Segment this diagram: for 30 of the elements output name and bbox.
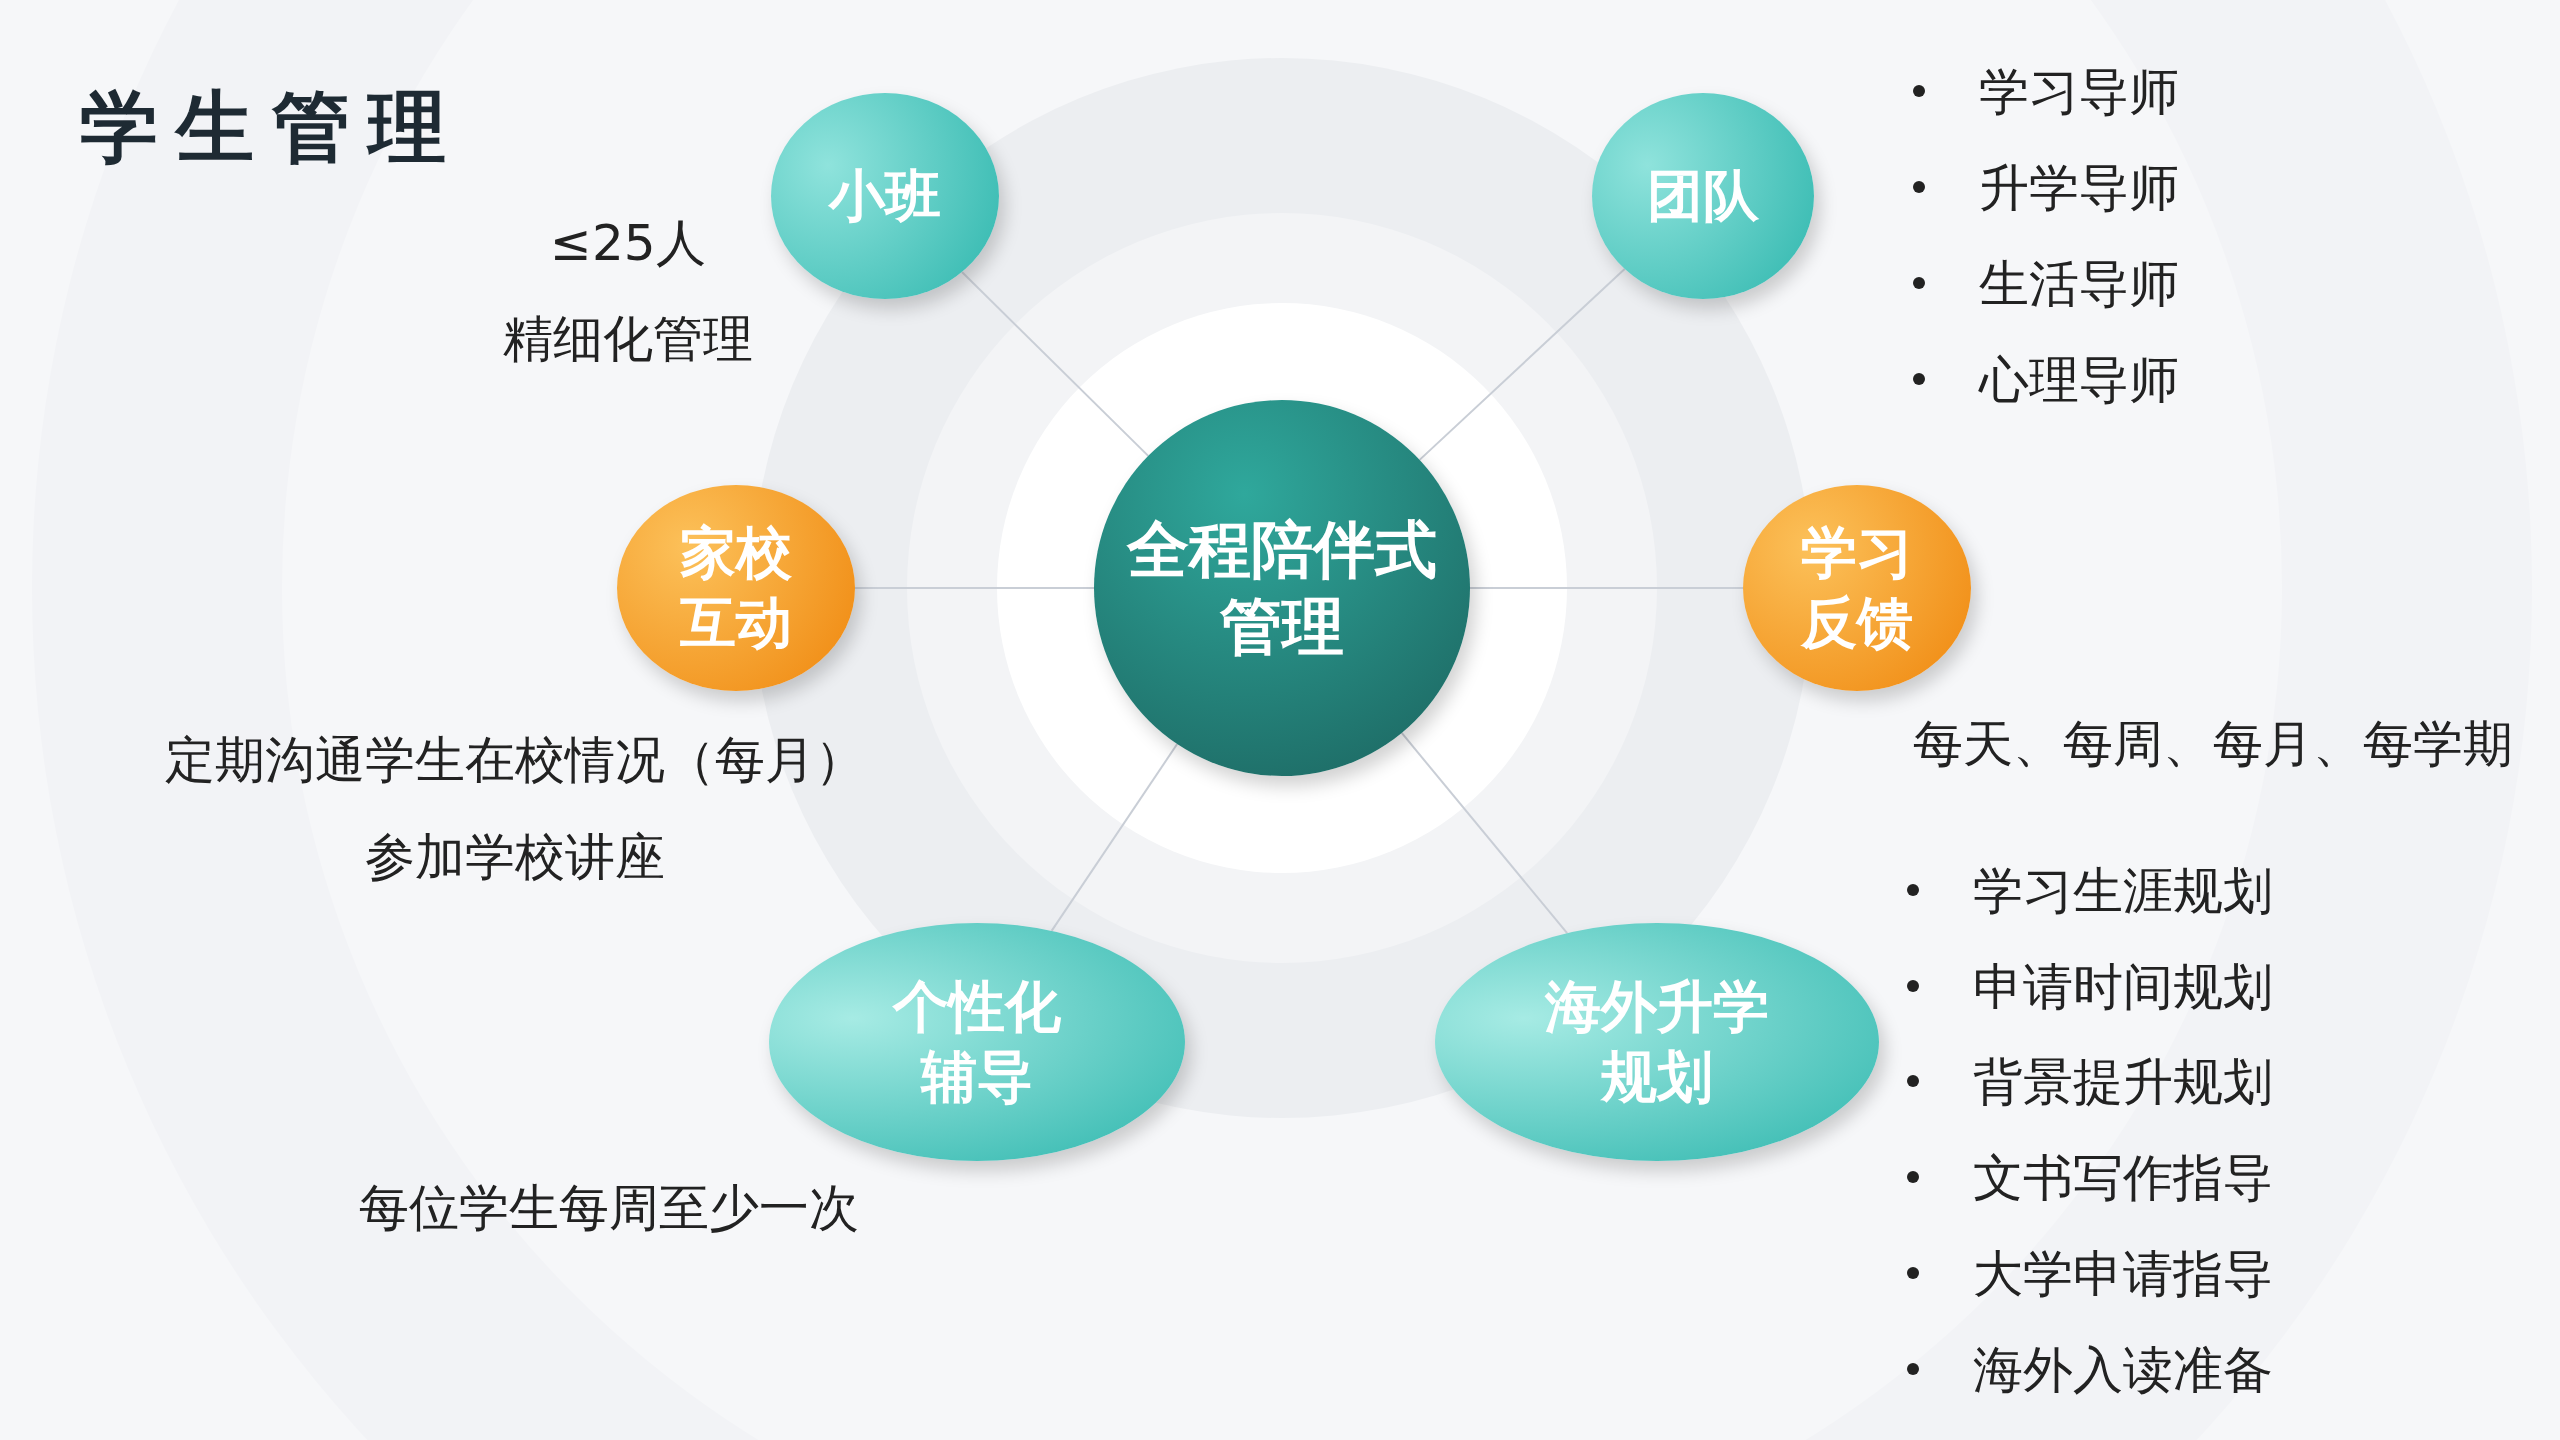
bullet-item: 心理导师 (1979, 350, 2179, 411)
connector-line (1469, 587, 1744, 589)
connector-line (854, 587, 1095, 589)
node-label: 学习反馈 (1799, 519, 1914, 657)
note-text: 定期沟通学生在校情况（每月） (165, 730, 865, 791)
note-text: 精细化管理 (503, 309, 753, 370)
bullet-item: 大学申请指导 (1973, 1243, 2273, 1305)
bullet-item: 背景提升规划 (1973, 1052, 2273, 1114)
node-label: 家校互动 (679, 519, 793, 657)
connector-line (1050, 743, 1179, 932)
node-label: 全程陪伴式管理 (1125, 511, 1438, 665)
connector-line (960, 271, 1150, 457)
bullet-item: 海外入读准备 (1973, 1339, 2273, 1401)
node-label: 海外升学规划 (1543, 973, 1770, 1111)
title: 学生管理 (80, 81, 464, 174)
node-label: 个性化辅导 (891, 973, 1062, 1111)
bullet-item: 申请时间规划 (1973, 956, 2273, 1018)
note-text: 每位学生每周至少一次 (359, 1178, 859, 1239)
note-text: 参加学校讲座 (365, 827, 665, 888)
node-label: 团队 (1647, 162, 1759, 230)
note-text: ≤25人 (550, 213, 706, 274)
bullet-item: 学习生涯规划 (1973, 861, 2273, 922)
note-text: 每天、每周、每月、每学期 (1913, 714, 2513, 775)
connector-line (1400, 731, 1569, 935)
bullet-item: 文书写作指导 (1973, 1148, 2273, 1210)
bullet-item: 生活导师 (1979, 254, 2179, 315)
node-label: 小班 (829, 162, 941, 230)
connector-line (1418, 267, 1626, 461)
bullet-item: 学习导师 (1979, 62, 2179, 123)
bullet-item: 升学导师 (1979, 158, 2179, 219)
